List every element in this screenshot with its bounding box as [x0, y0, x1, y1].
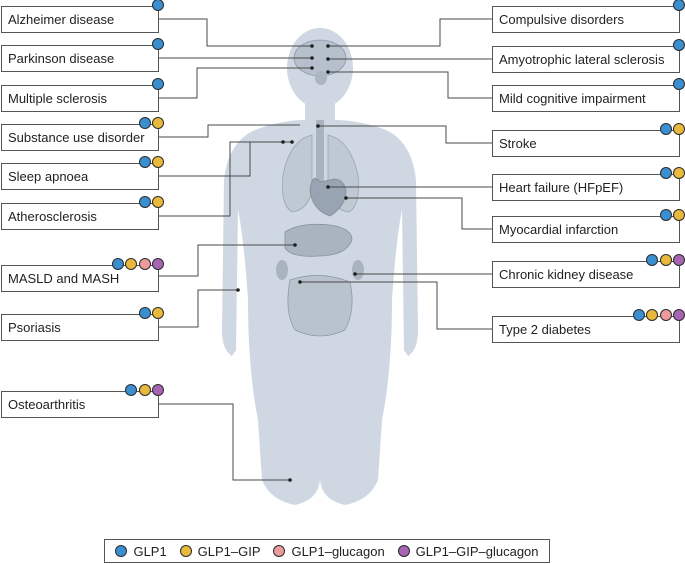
connector-lines [159, 18, 492, 481]
condition-label: Sleep apnoea [8, 169, 89, 184]
glp1-glucagon-dot [138, 258, 151, 270]
glp1-gip-dot [673, 209, 685, 221]
glp1-dot [138, 117, 151, 129]
glp1-dot [138, 156, 151, 168]
glp1-gip-glucagon-dot [673, 309, 685, 321]
glp1-dot [138, 307, 151, 319]
glp1-gip-dot [138, 384, 151, 396]
condition-label: Type 2 diabetes [499, 322, 591, 337]
glp1-dot [673, 39, 685, 51]
glp1-dot [138, 196, 151, 208]
glp1-glucagon-dot [659, 309, 672, 321]
glp1-gip-dot [646, 309, 658, 321]
glp1-glucagon-swatch [273, 545, 286, 557]
glp1-gip-dot [152, 156, 164, 168]
condition-box-als: Amyotrophic lateral sclerosis [492, 46, 680, 73]
condition-label: Parkinson disease [8, 51, 115, 66]
condition-label: Heart failure (HFpEF) [499, 180, 624, 195]
condition-box-atherosclerosis: Atherosclerosis [1, 203, 159, 230]
condition-label: Myocardial infarction [499, 222, 619, 237]
glp1-dot [111, 258, 124, 270]
condition-label: Amyotrophic lateral sclerosis [499, 52, 665, 67]
glp1-gip-dot [673, 123, 685, 135]
condition-label: Mild cognitive impairment [499, 91, 646, 106]
glp1-dot [152, 38, 164, 50]
condition-box-masld: MASLD and MASH [1, 265, 159, 292]
condition-box-mi: Myocardial infarction [492, 216, 680, 243]
condition-box-alzheimer: Alzheimer disease [1, 6, 159, 33]
glp1-gip-dot [659, 254, 672, 266]
condition-label: Psoriasis [8, 320, 61, 335]
condition-box-mci: Mild cognitive impairment [492, 85, 680, 112]
legend-item-glp1: GLP1 [115, 543, 167, 559]
glp1-swatch [115, 545, 128, 557]
condition-label: Alzheimer disease [8, 12, 115, 27]
glp1-gip-dot [125, 258, 137, 270]
glp1-gip-glucagon-swatch [397, 545, 410, 557]
legend-label: GLP1–GIP [197, 543, 261, 559]
glp1-dot [152, 0, 164, 11]
legend-item-glp1-glucagon: GLP1–glucagon [273, 543, 385, 559]
glp1-gip-glucagon-dot [673, 254, 685, 266]
condition-box-heart-failure: Heart failure (HFpEF) [492, 174, 680, 201]
condition-label: Chronic kidney disease [499, 267, 634, 282]
glp1-gip-dot [152, 307, 164, 319]
condition-label: MASLD and MASH [8, 271, 120, 286]
glp1-gip-dot [152, 117, 164, 129]
glp1-gip-glucagon-dot [152, 384, 164, 396]
thoracic-organs [282, 120, 359, 217]
legend-label: GLP1–glucagon [291, 543, 385, 559]
condition-label: Compulsive disorders [499, 12, 624, 27]
glp1-dot [632, 309, 645, 321]
brain-illustration [293, 39, 347, 85]
condition-label: Multiple sclerosis [8, 91, 107, 106]
legend-label: GLP1 [133, 543, 167, 559]
condition-box-ckd: Chronic kidney disease [492, 261, 680, 288]
glp1-dot [659, 209, 672, 221]
condition-box-compulsive: Compulsive disorders [492, 6, 680, 33]
condition-box-substance-use: Substance use disorder [1, 124, 159, 151]
human-silhouette [222, 28, 418, 505]
glp1-gip-swatch [179, 545, 192, 557]
glp1-dot [659, 167, 672, 179]
condition-label: Atherosclerosis [8, 209, 97, 224]
glp1-dot [125, 384, 137, 396]
condition-box-parkinson: Parkinson disease [1, 45, 159, 72]
legend-item-glp1-gip-glucagon: GLP1–GIP–glucagon [397, 543, 539, 559]
glp1-dot [152, 78, 164, 90]
glp1-dot [659, 123, 672, 135]
organ-markers [236, 44, 357, 482]
condition-label: Stroke [499, 136, 537, 151]
legend-label: GLP1–GIP–glucagon [415, 543, 539, 559]
glp1-gip-dot [673, 167, 685, 179]
condition-box-multiple-sclerosis: Multiple sclerosis [1, 85, 159, 112]
condition-label: Substance use disorder [8, 130, 145, 145]
legend: GLP1 GLP1–GIP GLP1–glucagon GLP1–GIP–glu… [104, 539, 550, 563]
condition-box-psoriasis: Psoriasis [1, 314, 159, 341]
condition-box-stroke: Stroke [492, 130, 680, 157]
glp1-gip-dot [152, 196, 164, 208]
condition-box-sleep-apnoea: Sleep apnoea [1, 163, 159, 190]
glp1-gip-glucagon-dot [152, 258, 164, 270]
legend-item-glp1-gip: GLP1–GIP [179, 543, 261, 559]
condition-label: Osteoarthritis [8, 397, 86, 412]
condition-box-osteoarthritis: Osteoarthritis [1, 391, 159, 418]
glp1-dot [646, 254, 658, 266]
glp1-dot [673, 78, 685, 90]
